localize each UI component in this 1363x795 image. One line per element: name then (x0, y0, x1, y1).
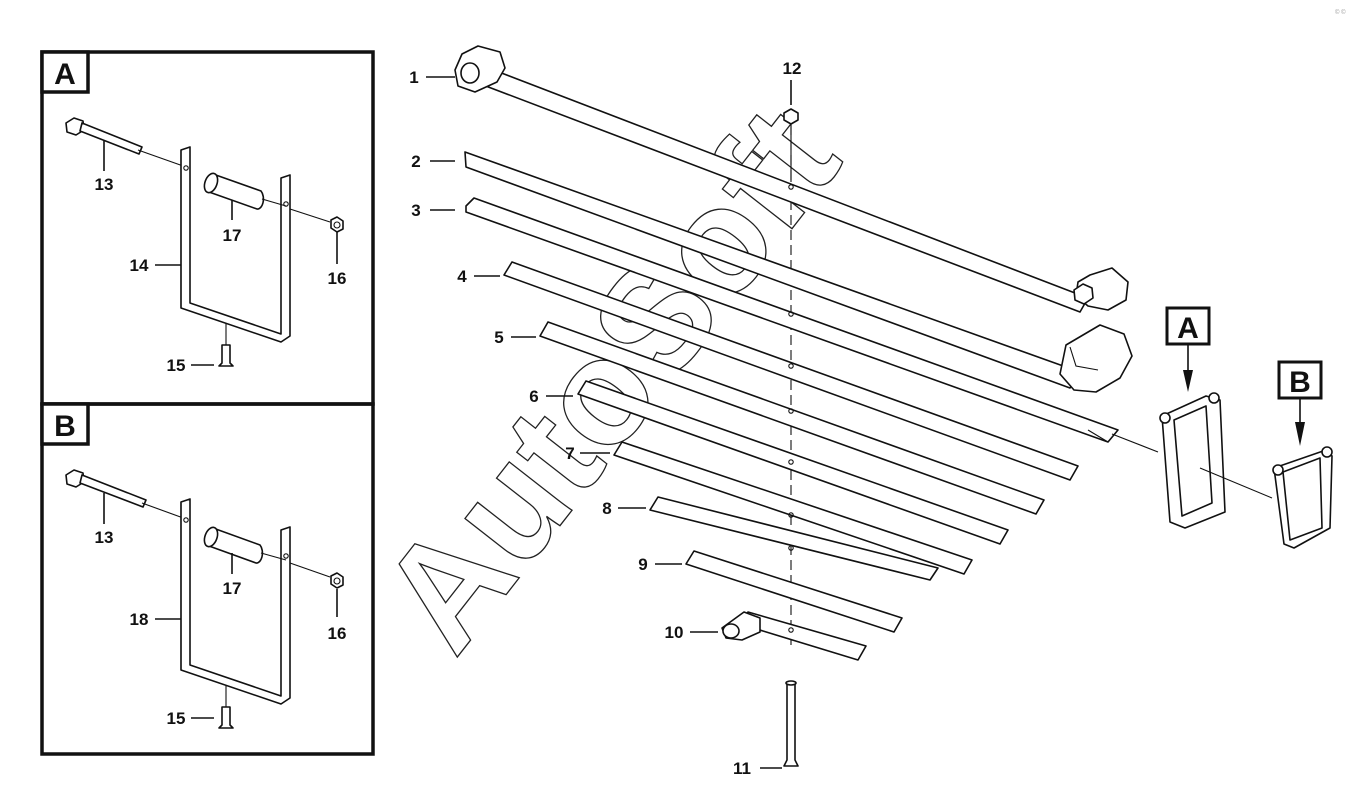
label-center-bolt: 11 (733, 759, 751, 778)
inset-b-border (40, 402, 375, 756)
inset-a: A (40, 50, 375, 406)
label-frame: 14 (130, 256, 149, 275)
inset-b-tag-box (40, 402, 90, 446)
label-nut: 16 (328, 624, 347, 643)
inset-a-border (40, 50, 375, 406)
bushing-17 (203, 172, 287, 210)
shackle-tag-b: B (1277, 360, 1323, 446)
label-frame: 18 (130, 610, 149, 629)
leaf-4 (503, 261, 1079, 481)
label-bolt: 13 (95, 528, 114, 547)
label-nut: 16 (328, 269, 347, 288)
label-leaf-2: 2 (411, 152, 420, 171)
label-nut-12: 12 (783, 59, 802, 78)
label-leaf-8: 8 (602, 499, 611, 518)
shackle-a (1111, 392, 1273, 529)
label-bushing: 17 (223, 579, 242, 598)
pin-15 (218, 323, 234, 367)
leaf-2 (464, 151, 1133, 393)
leaf-1 (454, 45, 1129, 313)
shackle-tag-a: A (1165, 306, 1211, 392)
label-bushing: 17 (223, 226, 242, 245)
label-leaf-9: 9 (638, 555, 647, 574)
leaf-spring-assembly: A B 1 2 3 4 5 6 7 8 9 10 11 1 (409, 45, 1333, 778)
label-leaf-5: 5 (494, 328, 503, 347)
pin-15 (218, 685, 234, 729)
leaf-8 (649, 496, 939, 581)
shackle-b (1272, 446, 1333, 549)
bolt-13 (65, 117, 187, 168)
bolt-13 (65, 469, 187, 520)
label-pin: 15 (167, 709, 186, 728)
svg-text:B: B (1289, 366, 1311, 399)
leaf-3 (465, 197, 1119, 443)
label-leaf-6: 6 (529, 387, 538, 406)
label-leaf-3: 3 (411, 201, 420, 220)
label-bolt: 13 (95, 175, 114, 194)
label-leaf-4: 4 (457, 267, 467, 286)
svg-text:A: A (1177, 312, 1199, 345)
inset-b: B (40, 402, 375, 756)
leaf-7 (613, 441, 973, 575)
label-pin: 15 (167, 356, 186, 375)
label-leaf-1: 1 (409, 68, 418, 87)
inset-b-tag: B (54, 410, 76, 443)
u-frame-18 (180, 498, 291, 705)
leaf-5 (539, 321, 1045, 515)
leaf-10 (721, 611, 867, 661)
label-leaf-10: 10 (665, 623, 684, 642)
u-frame-14 (180, 146, 291, 343)
nut-12 (783, 108, 799, 182)
nut-16 (289, 208, 344, 233)
center-bolt-11 (783, 680, 799, 767)
bushing-17 (203, 526, 287, 564)
nut-16 (289, 562, 344, 589)
inset-a-tag-box (40, 50, 90, 94)
leaf-9 (685, 550, 903, 633)
inset-a-tag: A (54, 58, 76, 91)
corner-mark: © © (1335, 9, 1346, 16)
label-leaf-7: 7 (565, 444, 574, 463)
